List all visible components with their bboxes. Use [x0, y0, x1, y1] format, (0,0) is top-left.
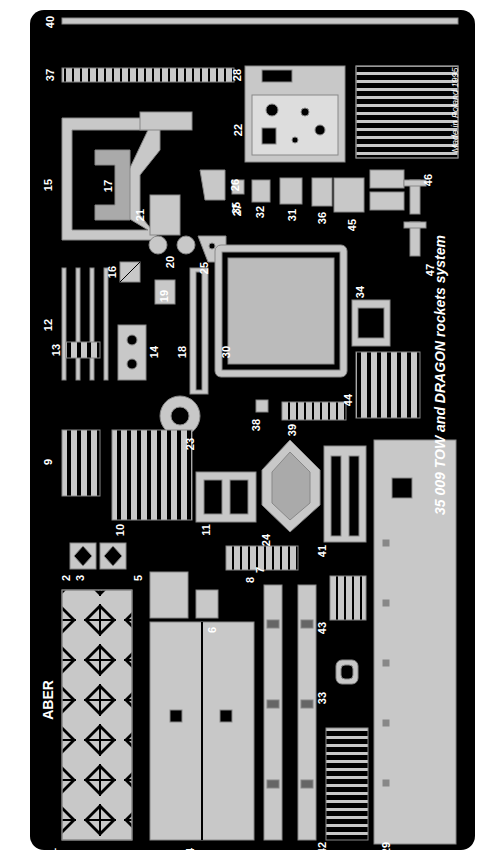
callout-number: 33 — [317, 692, 328, 704]
callout-number: 3 — [75, 575, 86, 581]
fret-text: ABER — [41, 680, 55, 720]
callout-number: 38 — [251, 419, 262, 431]
callout-number: 34 — [355, 286, 366, 298]
callout-number: 30 — [221, 346, 232, 358]
fret-text: Made in Poland 1995 — [451, 67, 460, 152]
callout-number: 4 — [185, 848, 196, 854]
callout-number: 16 — [107, 266, 118, 278]
callout-number: 20 — [165, 256, 176, 268]
callout-number: 18 — [177, 346, 188, 358]
callout-number: 45 — [347, 219, 358, 231]
callout-number: 35 — [231, 202, 242, 214]
callout-number: 6 — [207, 627, 218, 633]
callout-number: 23 — [185, 438, 196, 450]
callout-number: 19 — [159, 290, 170, 302]
callout-number: 39 — [287, 424, 298, 436]
fret-text: 35 009 TOW and DRAGON rockets system — [433, 235, 447, 515]
callout-number: 25 — [199, 262, 210, 274]
callout-number: 26 — [230, 179, 241, 191]
callout-number: 31 — [287, 209, 298, 221]
callout-number: 5 — [133, 575, 144, 581]
callout-number: 7 — [255, 567, 266, 573]
callout-number: 14 — [149, 346, 160, 358]
callout-number: 15 — [43, 179, 54, 191]
callout-number: 36 — [317, 212, 328, 224]
callout-number: 9 — [43, 459, 54, 465]
callout-number: 1 — [47, 848, 58, 854]
callout-number: 2 — [61, 575, 72, 581]
callout-number: 22 — [233, 124, 244, 136]
callout-number: 42 — [317, 842, 328, 854]
callout-number: 41 — [317, 545, 328, 557]
callout-number: 10 — [115, 524, 126, 536]
callout-number: 44 — [343, 394, 354, 406]
callout-number: 8 — [245, 577, 256, 583]
callout-number: 43 — [317, 622, 328, 634]
callout-number: 21 — [135, 209, 146, 221]
callout-number: 32 — [255, 206, 266, 218]
callout-number: 37 — [45, 69, 56, 81]
callout-number: 24 — [261, 534, 272, 546]
callout-number: 12 — [43, 319, 54, 331]
callout-number: 17 — [103, 180, 114, 192]
callout-number: 11 — [201, 524, 212, 536]
callout-number: 29 — [381, 842, 392, 854]
callout-number: 46 — [423, 174, 434, 186]
callout-number: 13 — [51, 344, 62, 356]
callout-number: 28 — [232, 69, 243, 81]
callout-number: 40 — [45, 16, 56, 28]
